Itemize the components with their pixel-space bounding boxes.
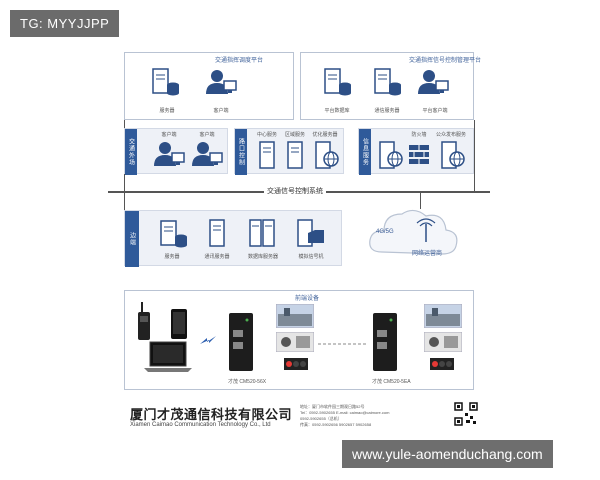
contact-line: 传真：0592-5902656 5902657 5902658 bbox=[300, 422, 372, 427]
panel-side-label: 交通外场 bbox=[125, 129, 137, 175]
label-server: 服务器 bbox=[159, 108, 175, 114]
intersection-control-panel: 路口控制 中心服务 区域服务 优化服务器 bbox=[234, 128, 344, 175]
server-database-icon bbox=[374, 68, 401, 96]
cellular-label: 4G/5G bbox=[376, 229, 394, 235]
info-service-panel: 信息服务 防火墙 公众发布服务 bbox=[358, 128, 474, 175]
bus-label: 交通信号控制系统 bbox=[264, 186, 326, 196]
traffic-scene-icon bbox=[424, 332, 462, 352]
company-name-en: Xiamen Caimao Communication Technology C… bbox=[130, 422, 271, 428]
label-client: 客户端 bbox=[199, 132, 215, 138]
label-platform-db: 平台数据库 bbox=[324, 108, 350, 114]
dual-server-icon bbox=[249, 219, 275, 247]
contact-line: 0592-5902655（总机） bbox=[300, 416, 342, 421]
laptop-icon bbox=[144, 341, 192, 372]
label-comm-server: 通信服务器 bbox=[374, 108, 400, 114]
label-client: 客户端 bbox=[161, 132, 177, 138]
globe-server-icon bbox=[379, 141, 403, 169]
connector-line bbox=[420, 193, 421, 209]
operator-label: 网络运营商 bbox=[412, 251, 443, 257]
dispatch-platform-panel: 交通指挥调度平台 服务器 客户端 bbox=[124, 52, 294, 120]
label-public-release: 公众发布服务 bbox=[435, 132, 467, 138]
user-client-icon bbox=[206, 70, 237, 94]
camera-scene-icon bbox=[424, 304, 462, 328]
router-icon bbox=[373, 313, 397, 371]
server-database-icon bbox=[152, 68, 179, 96]
server-icon bbox=[259, 141, 275, 169]
watermark-url: www.yule-aomenduchang.com bbox=[342, 440, 553, 468]
dashed-link bbox=[318, 343, 368, 345]
device-label-right: 才茂 CM520-5EA bbox=[372, 379, 411, 385]
label-server: 服务器 bbox=[164, 254, 180, 260]
contact-block: 地址：厦门市软件园三期观日路52号 Tel：0592-5902655 E-mai… bbox=[300, 404, 389, 428]
panel-title: 交通指挥信号控制管理平台 bbox=[409, 58, 482, 64]
cloud-icon bbox=[369, 209, 458, 255]
walkie-talkie-icon bbox=[138, 302, 150, 340]
connector-line bbox=[474, 120, 475, 192]
corner-tag: TG: MYYJJPP bbox=[10, 10, 120, 37]
label-platform-client: 平台客户端 bbox=[422, 108, 448, 114]
panel-title: 交通指挥调度平台 bbox=[215, 58, 264, 64]
server-icon bbox=[209, 219, 225, 247]
globe-server-icon bbox=[315, 141, 339, 169]
signal-light-icon bbox=[284, 358, 308, 370]
panel-side-label: 路口控制 bbox=[235, 129, 247, 175]
lightning-link-icon bbox=[200, 336, 216, 344]
server-database-icon bbox=[160, 220, 187, 248]
contact-line: 地址：厦门市软件园三期观日路52号 bbox=[300, 404, 365, 409]
label-comm-server: 通讯服务器 bbox=[204, 254, 230, 260]
traffic-scene-icon bbox=[276, 332, 314, 352]
smartphone-icon bbox=[171, 309, 187, 339]
user-client-icon bbox=[418, 70, 449, 94]
field-clients-panel: 交通外场 客户端 客户端 bbox=[124, 128, 228, 175]
edge-panel: 边端 服务器 通讯服务器 数据库服务器 模拟信号机 bbox=[124, 210, 342, 267]
signal-light-icon bbox=[430, 358, 454, 370]
camera-scene-icon bbox=[276, 304, 314, 328]
panel-title: 前端设备 bbox=[295, 296, 320, 302]
label-optimize-server: 优化服务器 bbox=[312, 132, 338, 138]
server-icon bbox=[287, 141, 303, 169]
device-label-left: 才茂 CM520-56X bbox=[228, 379, 267, 385]
panel-side-label: 边端 bbox=[125, 211, 139, 267]
label-firewall: 防火墙 bbox=[411, 132, 427, 138]
user-client-icon bbox=[192, 142, 223, 166]
label-center-service: 中心服务 bbox=[256, 132, 278, 138]
server-database-icon bbox=[324, 68, 351, 96]
router-icon bbox=[229, 313, 253, 371]
globe-server-icon bbox=[441, 141, 465, 169]
qr-code-icon bbox=[454, 402, 478, 426]
firewall-icon bbox=[409, 145, 429, 164]
contact-line: Tel：0592-5902655 E-mail: caimao@caimore.… bbox=[300, 410, 390, 415]
user-client-icon bbox=[154, 142, 185, 166]
label-sim-signal: 模拟信号机 bbox=[298, 254, 324, 260]
label-area-service: 区域服务 bbox=[284, 132, 306, 138]
label-db-server: 数据库服务器 bbox=[247, 254, 279, 260]
company-name-cn: 厦门才茂通信科技有限公司 bbox=[130, 407, 293, 422]
label-client: 客户端 bbox=[213, 108, 229, 114]
panel-side-label: 信息服务 bbox=[359, 129, 371, 175]
signal-management-platform-panel: 交通指挥信号控制管理平台 平台数据库 通信服务器 平台客户端 bbox=[300, 52, 481, 120]
signal-machine-icon bbox=[297, 219, 324, 247]
connector-line bbox=[124, 193, 125, 211]
